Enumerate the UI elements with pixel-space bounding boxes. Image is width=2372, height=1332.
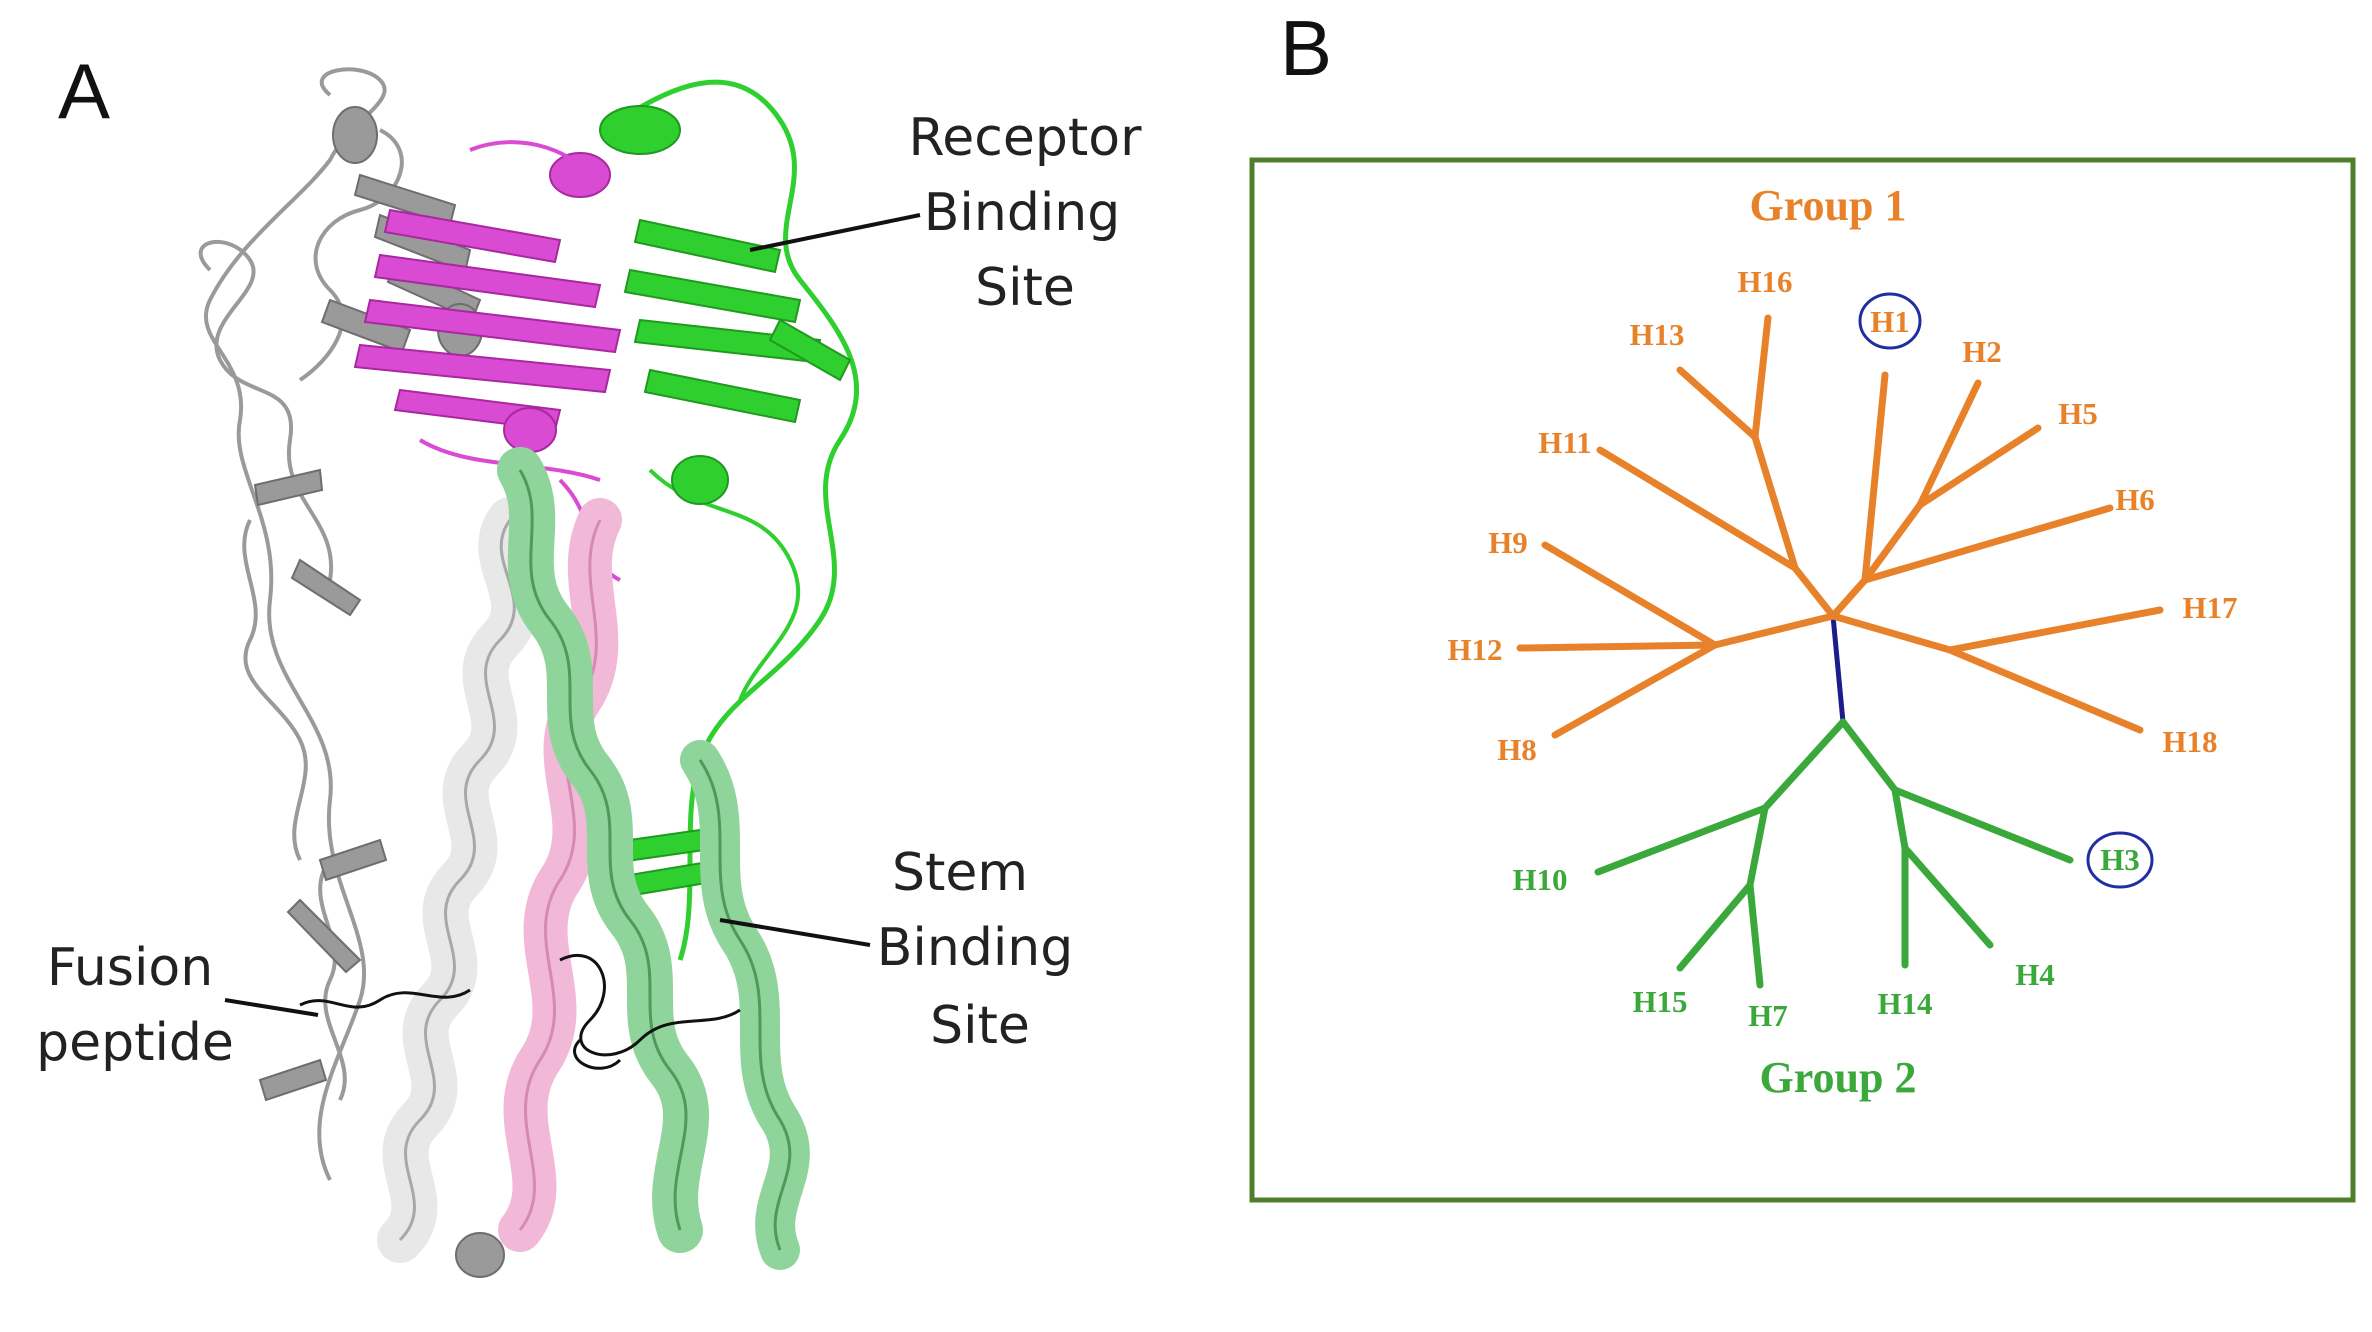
- svg-text:peptide: peptide: [36, 1013, 234, 1073]
- tip-label-h14: H14: [1877, 986, 1932, 1021]
- tip-label-h10: H10: [1512, 862, 1567, 897]
- group2-tip-labels: H3 H4 H14 H7 H15 H10: [1512, 842, 2139, 1033]
- group2-label: Group 2: [1760, 1053, 1917, 1102]
- group1-tip-labels: H1 H2 H5 H6 H17 H18 H16 H13 H11 H9 H12 H…: [1447, 264, 2237, 767]
- tip-label-h17: H17: [2182, 590, 2237, 625]
- tip-label-h7: H7: [1748, 998, 1788, 1033]
- h1-highlight-circle: [1858, 292, 1922, 350]
- tree-frame: [1249, 157, 2356, 1203]
- tip-label-h12: H12: [1447, 632, 1502, 667]
- svg-text:Site: Site: [975, 258, 1075, 318]
- svg-text:Binding: Binding: [924, 183, 1121, 243]
- h3-highlight-circle: [2086, 831, 2154, 889]
- tip-label-h15: H15: [1632, 984, 1687, 1019]
- tip-label-h1: H1: [1870, 304, 1910, 339]
- tip-label-h9: H9: [1488, 525, 1528, 560]
- svg-text:Receptor: Receptor: [909, 108, 1143, 168]
- tip-label-h4: H4: [2015, 957, 2055, 992]
- svg-text:Fusion: Fusion: [47, 938, 213, 998]
- panel-b-letter: B: [1280, 4, 1332, 92]
- svg-text:Stem: Stem: [892, 843, 1028, 903]
- root-branch: [1830, 615, 1846, 723]
- stem-binding-site-label: Stem Binding Site: [877, 843, 1074, 1056]
- fusion-callout-line: [224, 998, 319, 1017]
- pink-helix: [498, 498, 622, 1252]
- tip-label-h5: H5: [2058, 396, 2098, 431]
- tip-label-h11: H11: [1538, 425, 1591, 460]
- protein-structure-illustration: [198, 67, 859, 1278]
- tip-label-h13: H13: [1629, 317, 1684, 352]
- tip-label-h8: H8: [1497, 732, 1537, 767]
- svg-text:Binding: Binding: [877, 918, 1074, 978]
- tip-label-h18: H18: [2162, 724, 2217, 759]
- tip-label-h6: H6: [2115, 482, 2155, 517]
- green-chain: [558, 79, 859, 961]
- panel-a-letter: A: [58, 47, 110, 135]
- white-helix: [377, 497, 538, 1263]
- svg-text:Site: Site: [930, 996, 1030, 1056]
- group2-branches: [1594, 718, 2074, 989]
- group1-branches: [1516, 314, 2164, 739]
- pale-green-helix: [497, 447, 810, 1270]
- receptor-binding-site-label: Receptor Binding Site: [909, 108, 1143, 318]
- fusion-peptide-label: Fusion peptide: [36, 938, 234, 1073]
- tip-label-h2: H2: [1962, 334, 2002, 369]
- group1-label: Group 1: [1750, 181, 1907, 230]
- receptor-callout-line: [749, 213, 921, 252]
- stem-callout-line: [719, 918, 871, 947]
- phylogenetic-tree: Group 1 Group 2 H1 H2 H5 H6 H17 H18 H16 …: [1447, 181, 2237, 1102]
- tip-label-h3: H3: [2100, 842, 2140, 877]
- fusion-peptide-loop: [299, 953, 741, 1070]
- tip-label-h16: H16: [1737, 264, 1792, 299]
